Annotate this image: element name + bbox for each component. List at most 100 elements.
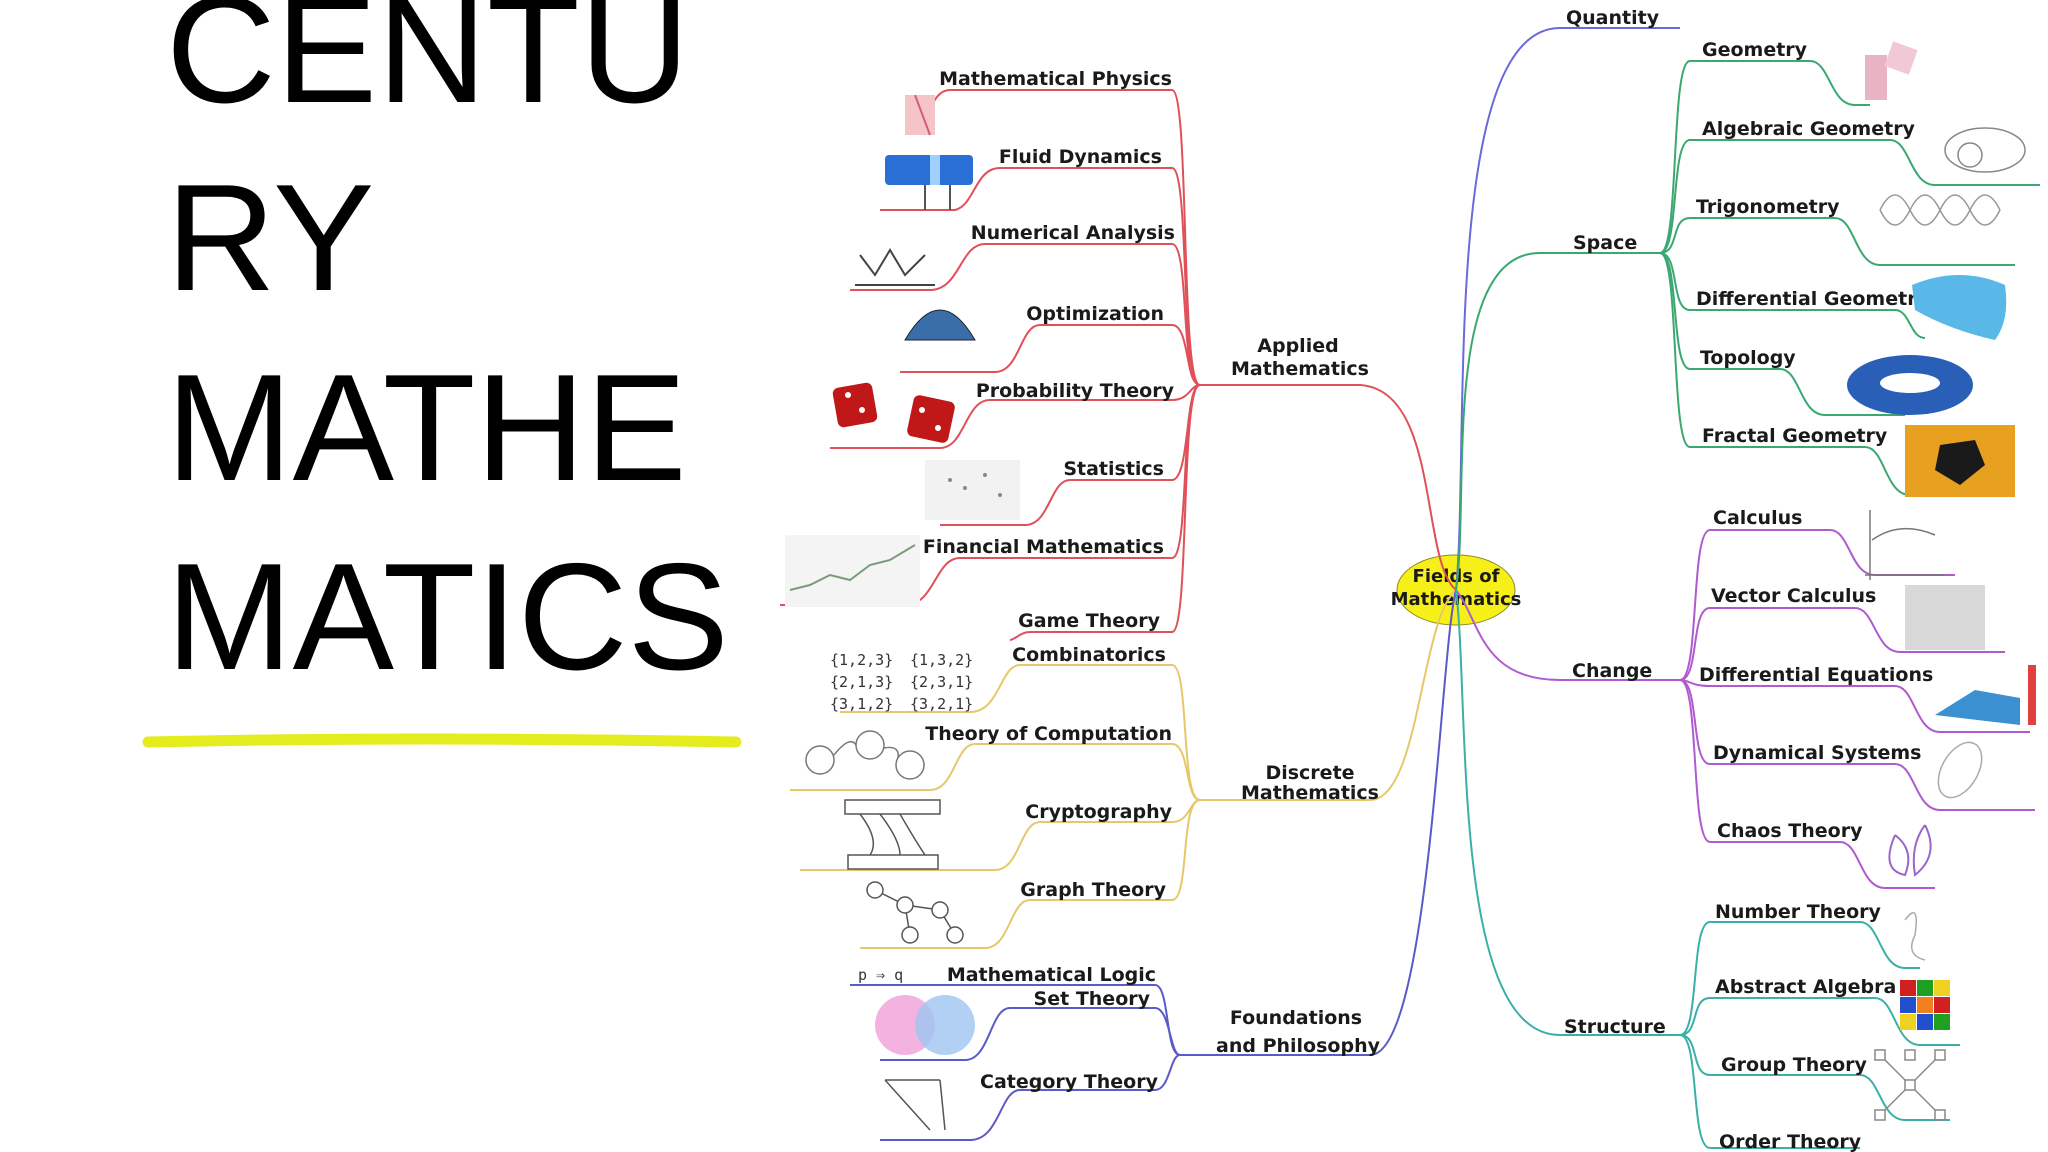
cryptography-illustration xyxy=(844,799,941,870)
leaf-combinatorics: Combinatorics xyxy=(1012,644,1166,666)
applied-edge-3 xyxy=(850,243,1201,386)
applied-edge-7 xyxy=(780,384,1201,606)
space-edge-4 xyxy=(1659,252,1926,339)
permutation-4: {2,3,1} xyxy=(910,673,973,691)
change-label: Change xyxy=(1572,660,1652,682)
foundations-label-line-1: Foundations xyxy=(1230,1007,1362,1029)
title-underline xyxy=(142,733,742,748)
permutation-1: {1,2,3} xyxy=(830,651,893,669)
foundations-edge-3 xyxy=(880,1054,1181,1141)
applied-edge-4 xyxy=(900,324,1201,386)
rubiks-cube-illustration xyxy=(1900,980,1950,1030)
structure-edge-3 xyxy=(1679,1034,1950,1121)
dice-illustration xyxy=(832,382,955,443)
applied-edge-8 xyxy=(1009,384,1201,641)
slide-title-line-2: RY xyxy=(166,153,375,323)
leaf-fluid-dynamics: Fluid Dynamics xyxy=(999,146,1162,168)
space-trunk xyxy=(1455,252,1660,591)
leaf-set-theory: Set Theory xyxy=(1034,988,1151,1010)
leaf-differential-geometry: Differential Geometry xyxy=(1696,288,1930,310)
space-edge-1 xyxy=(1659,60,1870,254)
discrete-edge-2 xyxy=(790,743,1201,801)
quantity-edge xyxy=(1455,27,1680,591)
space-edge-3 xyxy=(1659,217,2015,266)
leaf-statistics: Statistics xyxy=(1063,458,1164,480)
slide-title-line-4: MATICS xyxy=(166,532,729,702)
discrete-edge-4 xyxy=(860,799,1201,949)
leaf-graph-theory: Graph Theory xyxy=(1020,879,1166,901)
leaf-calculus: Calculus xyxy=(1713,507,1802,529)
change-edge-3 xyxy=(1679,679,2030,733)
dynamical-systems-illustration xyxy=(1937,741,1983,799)
leaf-numerical-analysis: Numerical Analysis xyxy=(971,222,1175,244)
leaf-mathematical-physics: Mathematical Physics xyxy=(939,68,1172,90)
logic-formula: p ⇒ q xyxy=(858,966,903,984)
trigonometry-illustration xyxy=(1879,194,2001,226)
leaf-vector-calculus: Vector Calculus xyxy=(1711,585,1876,607)
leaf-algebraic-geometry: Algebraic Geometry xyxy=(1702,118,1916,140)
leaf-trigonometry: Trigonometry xyxy=(1696,196,1840,218)
discrete-edge-1 xyxy=(840,664,1201,801)
quantity-label: Quantity xyxy=(1566,7,1660,29)
foundations-label-line-2: and Philosophy xyxy=(1216,1035,1381,1057)
structure-edge-2 xyxy=(1679,997,1960,1046)
graph-illustration xyxy=(866,881,964,944)
leaf-category-theory: Category Theory xyxy=(980,1071,1159,1093)
group-theory-illustration xyxy=(1874,1049,1946,1121)
leaf-theory-of-computation: Theory of Computation xyxy=(925,723,1172,745)
leaf-mathematical-logic: Mathematical Logic xyxy=(947,964,1156,986)
numerical-analysis-illustration xyxy=(855,248,935,286)
leaf-order-theory: Order Theory xyxy=(1719,1131,1862,1152)
discrete-trunk xyxy=(1200,589,1457,801)
vector-field-illustration xyxy=(1905,585,1985,650)
permutation-2: {1,3,2} xyxy=(910,651,973,669)
change-edge-4 xyxy=(1679,679,2035,811)
change-edge-1 xyxy=(1679,529,1955,681)
calculus-illustration xyxy=(1865,510,1945,580)
center-label-line-2: Mathematics xyxy=(1391,589,1522,610)
differential-geometry-illustration xyxy=(1912,275,2007,340)
leaf-geometry: Geometry xyxy=(1702,39,1808,61)
permutation-5: {3,1,2} xyxy=(830,695,893,713)
leaf-differential-equations: Differential Equations xyxy=(1699,664,1933,686)
leaf-abstract-algebra: Abstract Algebra xyxy=(1715,976,1896,998)
space-edge-6 xyxy=(1659,252,2015,496)
optimization-illustration xyxy=(904,309,976,341)
leaf-probability-theory: Probability Theory xyxy=(976,380,1175,402)
differential-equations-illustration xyxy=(1935,665,2036,725)
leaf-fractal-geometry: Fractal Geometry xyxy=(1702,425,1888,447)
physics-illustration xyxy=(905,94,935,136)
torus-illustration xyxy=(1847,355,1973,415)
venn-diagram-illustration xyxy=(875,995,975,1055)
applied-label-line-2: Mathematics xyxy=(1231,358,1369,380)
automaton-illustration xyxy=(805,730,925,780)
permutation-6: {3,2,1} xyxy=(910,695,973,713)
number-theory-illustration xyxy=(1904,911,1926,961)
foundations-trunk xyxy=(1180,589,1457,1056)
leaf-dynamical-systems: Dynamical Systems xyxy=(1713,742,1921,764)
applied-trunk xyxy=(1200,384,1457,591)
chaos-butterfly-illustration xyxy=(1888,824,1932,877)
structure-edge-4 xyxy=(1679,1034,1860,1149)
financial-chart-illustration xyxy=(785,535,920,607)
leaf-topology: Topology xyxy=(1700,347,1796,369)
change-edge-5 xyxy=(1679,679,1935,889)
space-label: Space xyxy=(1573,232,1637,254)
statistics-illustration xyxy=(925,460,1020,520)
fluid-dynamics-illustration xyxy=(885,155,973,210)
space-edge-5 xyxy=(1659,252,1905,416)
geometry-illustration xyxy=(1865,41,1918,100)
discrete-label-line-2: Mathematics xyxy=(1241,782,1379,804)
structure-trunk xyxy=(1455,589,1680,1036)
space-edge-2 xyxy=(1659,139,2040,254)
change-trunk xyxy=(1455,589,1680,681)
leaf-group-theory: Group Theory xyxy=(1721,1054,1868,1076)
leaf-number-theory: Number Theory xyxy=(1715,901,1881,923)
applied-edge-5 xyxy=(830,384,1201,449)
leaf-optimization: Optimization xyxy=(1026,303,1164,325)
discrete-label-line-1: Discrete xyxy=(1265,762,1354,784)
leaf-cryptography: Cryptography xyxy=(1025,801,1172,823)
algebraic-geometry-illustration xyxy=(1944,127,2026,173)
fractal-illustration xyxy=(1905,425,2015,497)
